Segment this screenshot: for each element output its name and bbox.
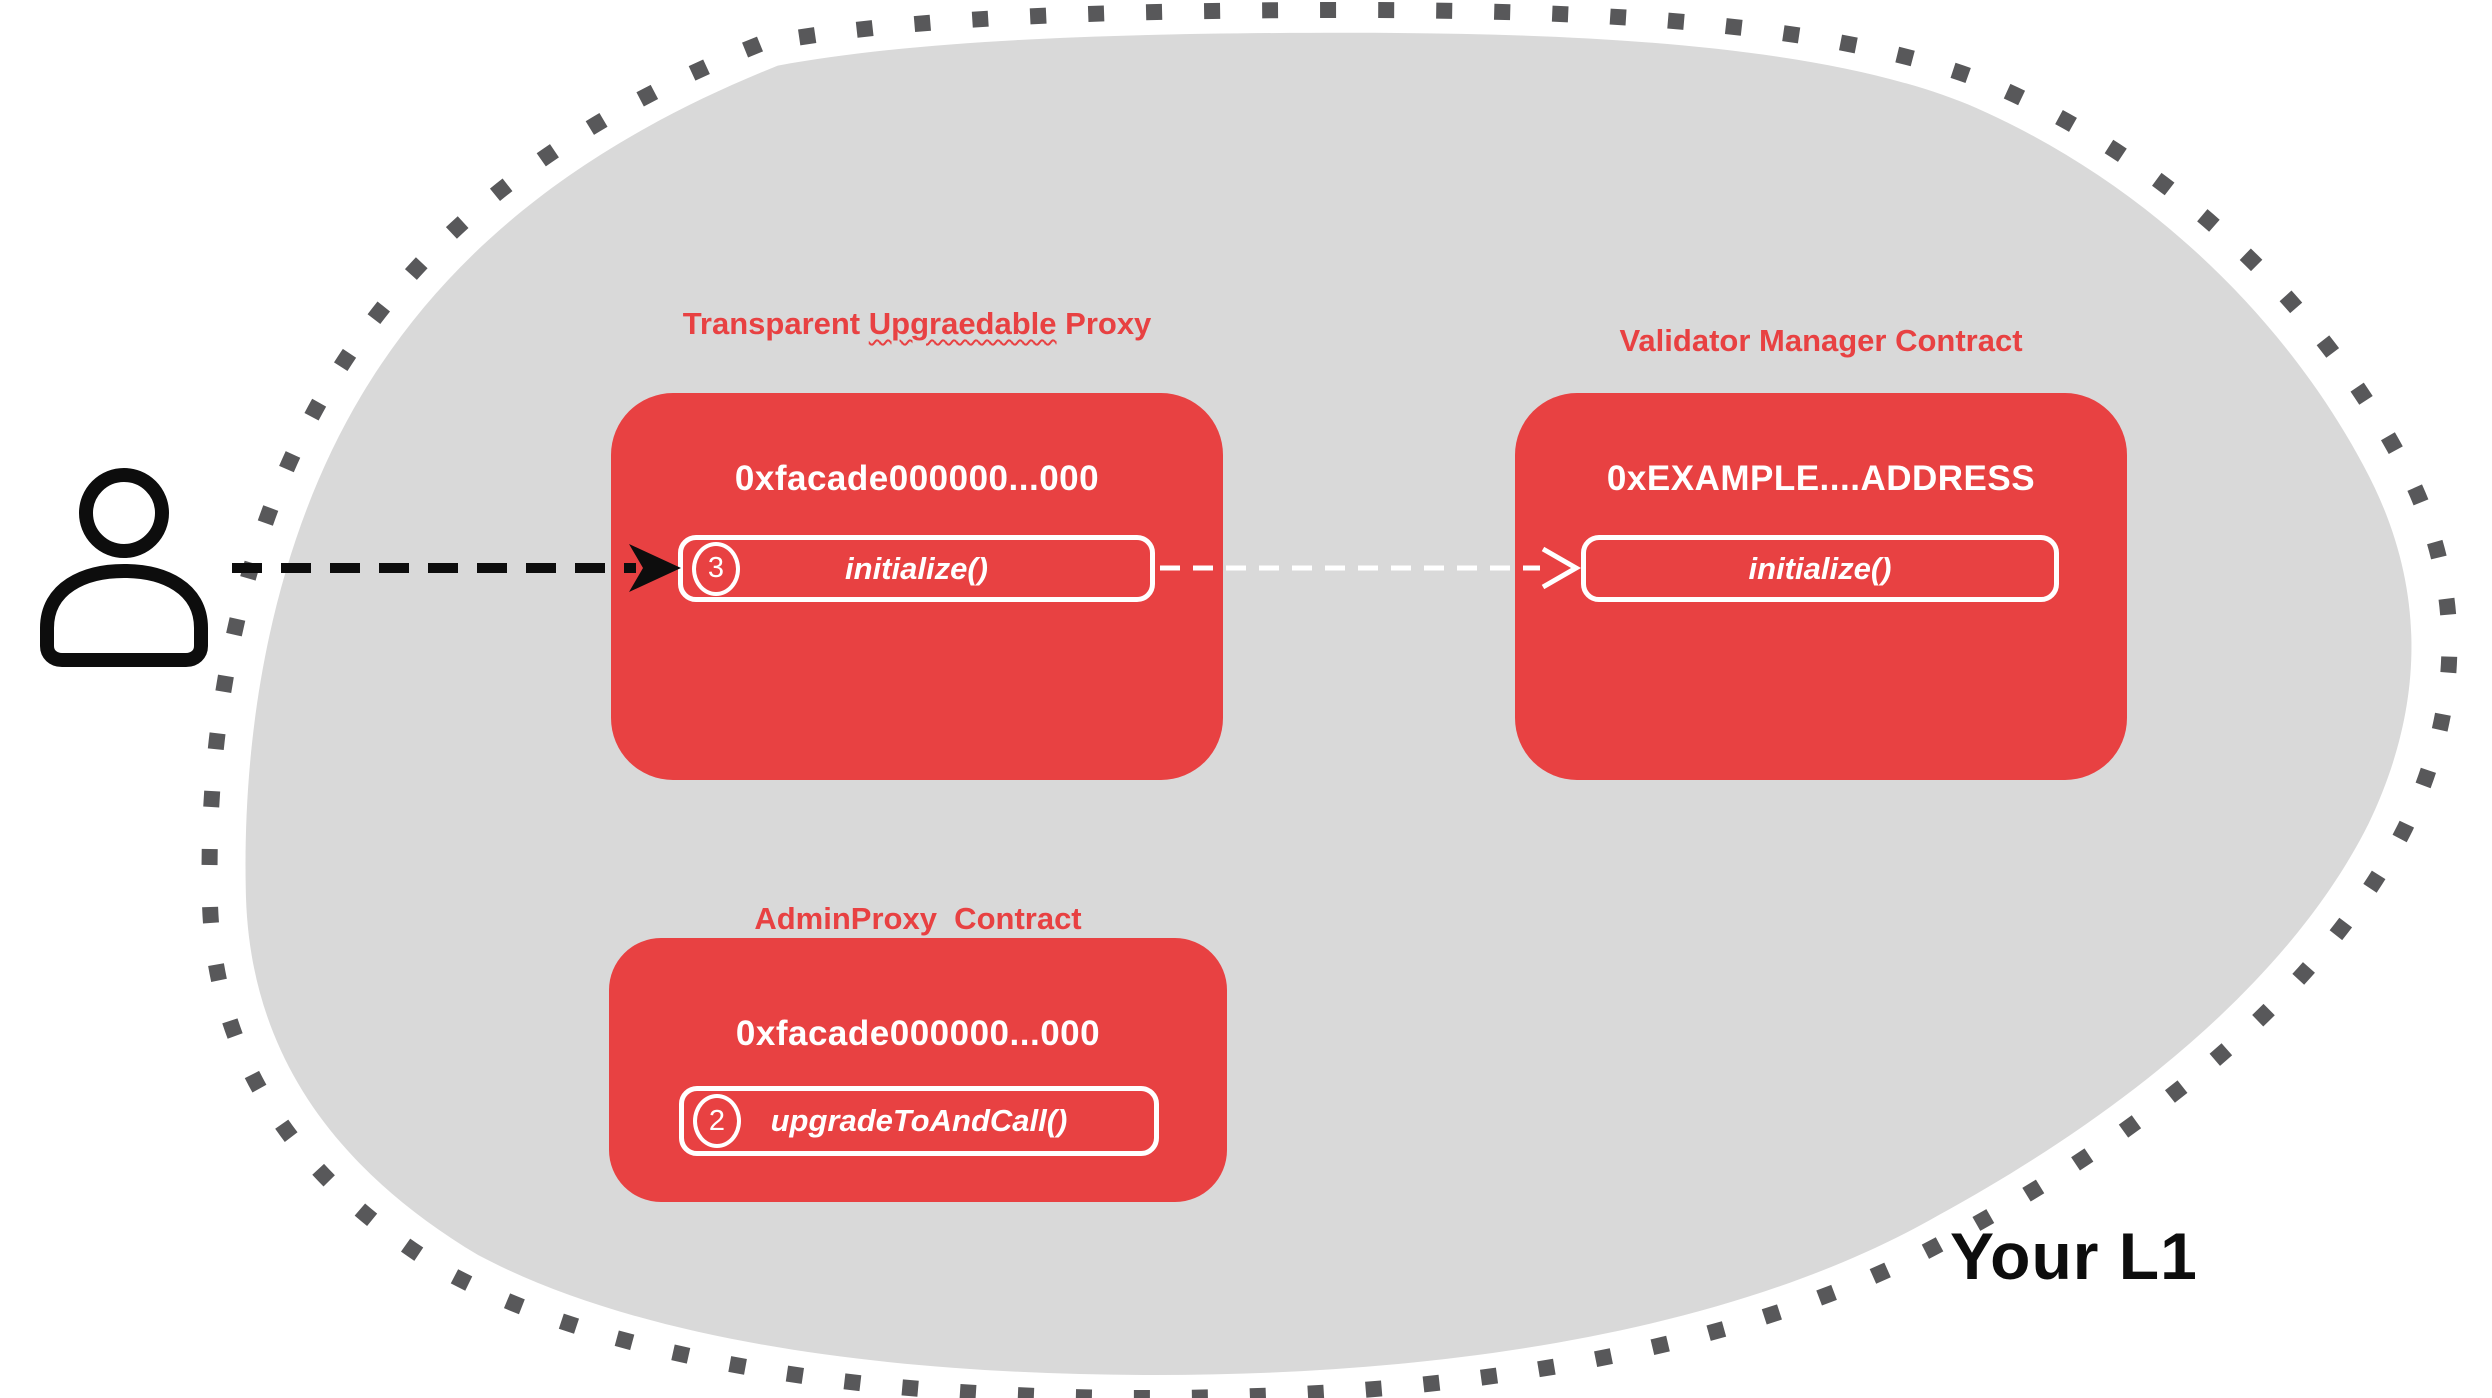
contract-address: 0xEXAMPLE....ADDRESS: [1606, 459, 2036, 498]
title-text: Transparent: [682, 306, 869, 341]
region-label: Your L1: [1950, 1219, 2198, 1293]
contract-address: 0xfacade000000...000: [735, 1014, 1101, 1053]
admin-proxy-card: 0xfacade000000...000 2 upgradeToAndCall(…: [609, 938, 1227, 1202]
step-2-badge: 2: [693, 1094, 741, 1148]
step-3-badge: 3: [692, 541, 740, 596]
method-label: initialize(): [1748, 550, 1892, 586]
validator-manager-card: 0xEXAMPLE....ADDRESS initialize(): [1515, 393, 2127, 780]
contract-address: 0xfacade000000...000: [734, 459, 1100, 498]
person-body: [40, 564, 208, 667]
title-misspelled-word: Upgraedable: [868, 306, 1057, 341]
upgrade-method-pill: 2 upgradeToAndCall(): [679, 1086, 1159, 1156]
initialize-method-pill: 3 initialize(): [678, 535, 1155, 602]
transparent-proxy-card: 0xfacade000000...000 3 initialize(): [611, 393, 1223, 780]
initialize-method-pill: initialize(): [1581, 535, 2059, 602]
method-label: initialize(): [845, 550, 988, 586]
validator-manager-title: Validator Manager Contract: [1619, 323, 2023, 358]
person-head: [79, 468, 169, 558]
method-label: upgradeToAndCall(): [770, 1103, 1068, 1138]
title-text: Proxy: [1056, 306, 1152, 341]
person-icon: [40, 468, 208, 667]
admin-proxy-title: AdminProxy Contract: [754, 901, 1082, 936]
